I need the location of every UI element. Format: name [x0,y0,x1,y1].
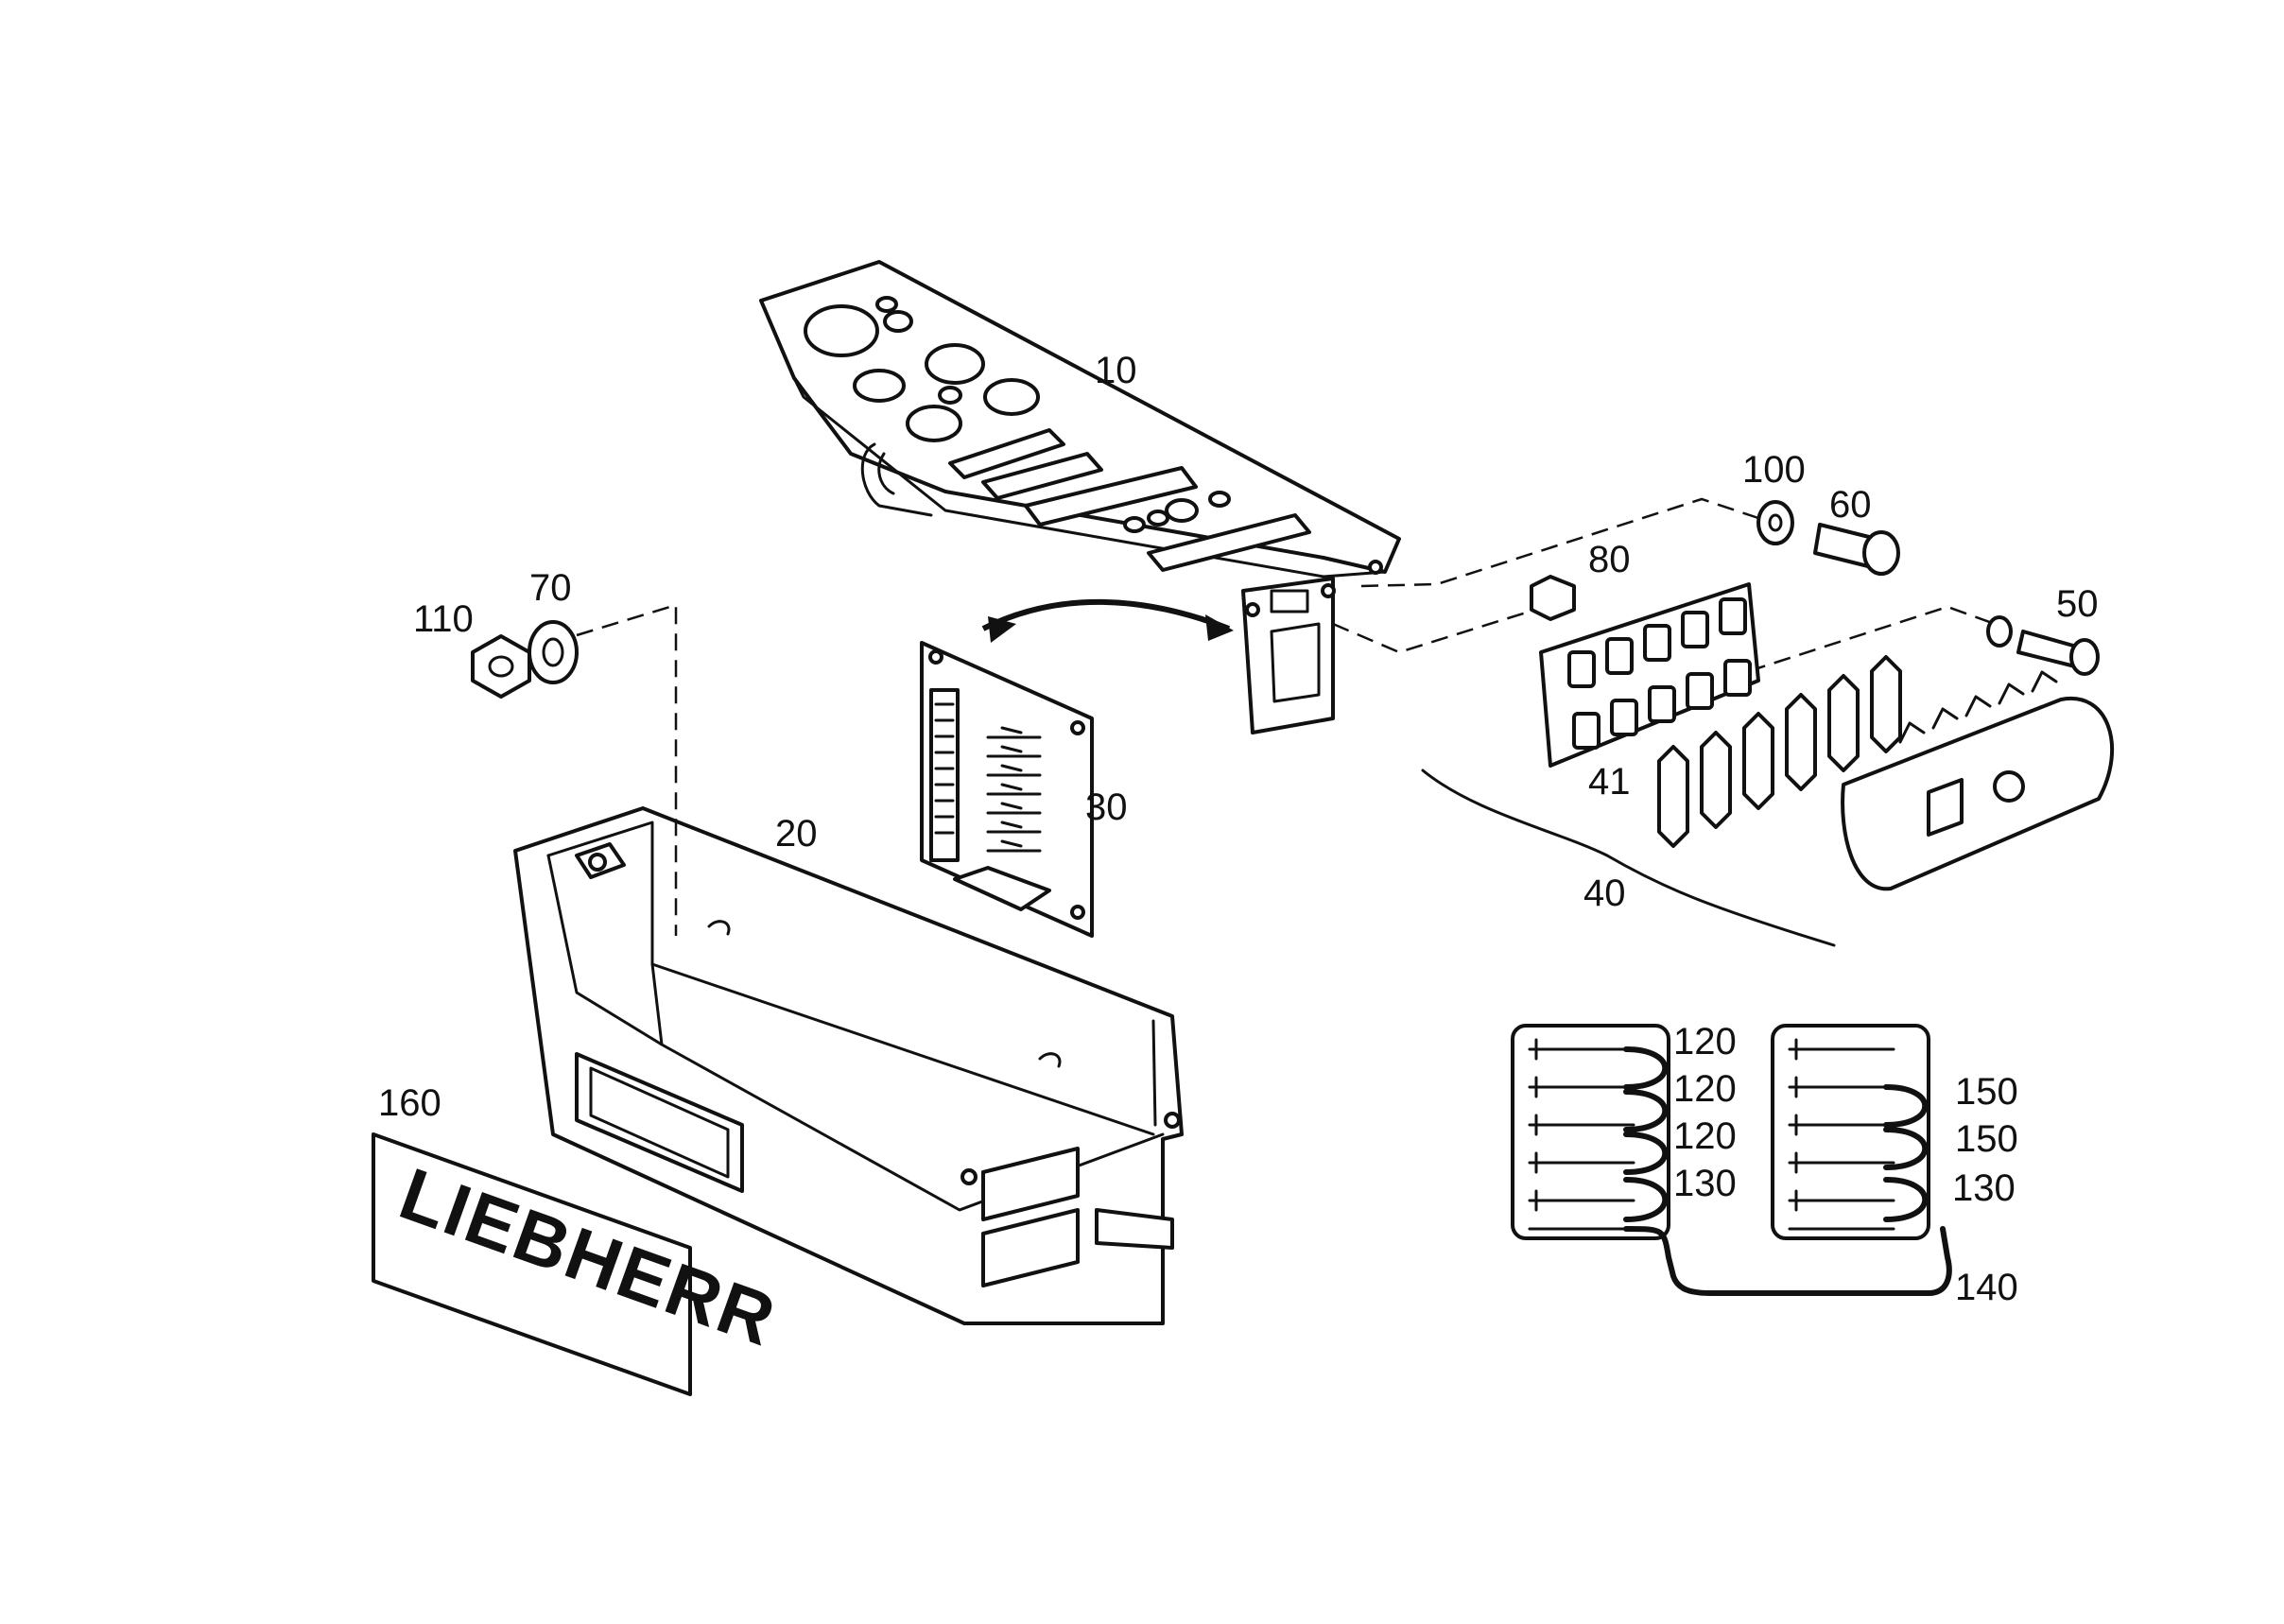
terminal-block-41 [1539,582,1760,768]
callout-60: 60 [1829,484,1872,526]
jumper-card-left [1511,1024,1670,1240]
callout-110: 110 [413,598,474,640]
wire-140 [1623,1226,1952,1296]
callout-120-b: 120 [1673,1068,1737,1110]
washer-100 [1756,500,1794,545]
callout-20: 20 [775,813,818,855]
callout-70: 70 [529,567,572,609]
callout-120-c: 120 [1673,1115,1737,1157]
callout-100: 100 [1742,449,1806,491]
cover-40 [1841,670,2114,891]
callout-50: 50 [2056,583,2099,625]
callout-10: 10 [1095,350,1137,391]
console-housing-20 [513,806,1184,1325]
circuit-board-30 [920,641,1094,938]
leader-50-block [1748,605,1996,673]
callout-41: 41 [1588,761,1631,803]
callout-160: 160 [378,1082,441,1124]
washer-70 [528,620,579,684]
dashboard-panel-10 [759,260,1401,734]
callout-30: 30 [1085,786,1128,828]
fuses [1657,655,1902,848]
jumper-card-right [1771,1024,1930,1240]
callout-150-a: 150 [1955,1071,2018,1113]
screw-50 [1986,615,2100,676]
callout-120-a: 120 [1673,1021,1737,1063]
screw-60 [1813,523,1900,576]
callout-40: 40 [1583,872,1626,914]
assembly-arrow [981,598,1234,643]
callout-130-b: 130 [1952,1167,2016,1209]
leader-80-panel [1332,603,1551,654]
leader-70-housing [576,603,678,936]
callout-140: 140 [1955,1267,2018,1308]
leader-100-panel [1360,497,1759,588]
cover-40-outline [1421,769,1836,947]
nut-110 [471,634,531,699]
callout-130-a: 130 [1673,1163,1737,1204]
callout-150-b: 150 [1955,1118,2018,1160]
nut-80 [1530,575,1576,621]
callout-80: 80 [1588,539,1631,580]
